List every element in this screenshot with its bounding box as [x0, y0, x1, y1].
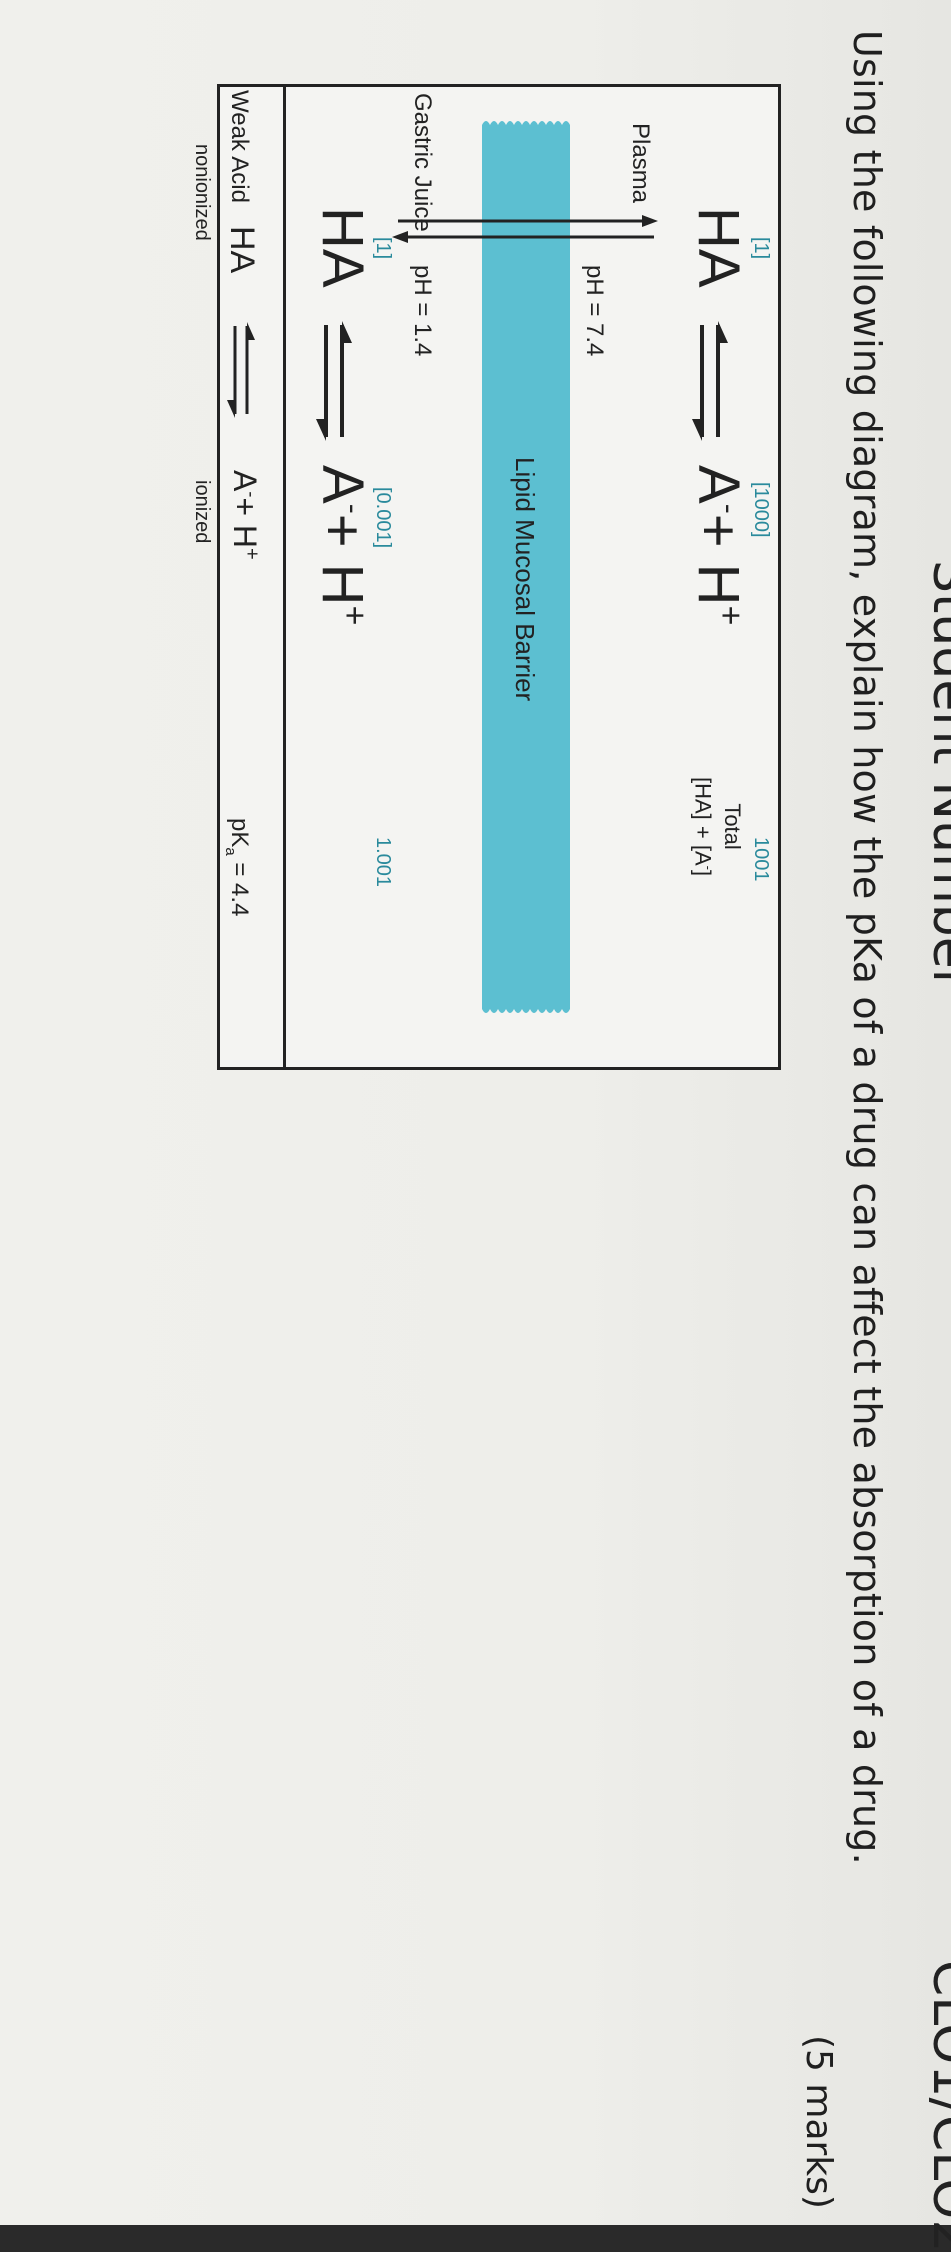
plasma-equilibrium-arrows-icon — [692, 321, 728, 441]
header-cutoff-left: Student Number — [921, 560, 951, 991]
legend-ionized-species: A-+ H+ — [227, 470, 263, 560]
gastric-equilibrium-arrows-icon — [316, 321, 352, 441]
plasma-ph: pH = 7.4 — [581, 265, 608, 357]
legend-ionized: ionized — [191, 480, 213, 544]
gastric-ph: pH = 1.4 — [409, 265, 436, 357]
divider-line — [283, 87, 286, 1067]
question-marks: (5 marks) — [798, 2035, 839, 2209]
membrane-transport-arrows-icon — [392, 215, 658, 243]
gastric-total-value: 1.001 — [372, 837, 394, 888]
header-cutoff-right: CLO1/CLO2 — [921, 1960, 951, 2252]
barrier-label: Lipid Mucosal Barrier — [510, 457, 540, 702]
plasma-label: Plasma — [627, 123, 654, 204]
absorption-diagram: [1] [1000] 1001 HA A-+ H+ Total [HA] + [… — [217, 84, 781, 1070]
question-text: Using the following diagram, explain how… — [845, 30, 889, 1865]
plasma-ha-concentration: [1] — [750, 237, 772, 260]
barrier-wavy-edge-right — [482, 997, 570, 1013]
gastric-label: Gastric Juice — [409, 93, 436, 232]
plasma-a-concentration: [1000] — [750, 482, 772, 538]
gastric-ha: HA — [310, 207, 375, 288]
gastric-ionized-species: A-+ H+ — [310, 465, 375, 626]
plasma-ionized-species: A-+ H+ — [686, 465, 751, 626]
plasma-total-value: 1001 — [750, 837, 772, 882]
legend-ha: HA — [223, 226, 261, 274]
plasma-ha: HA — [686, 207, 751, 288]
legend-pka: pKa = 4.4 — [222, 818, 253, 917]
legend-nonionized: nonionized — [191, 144, 213, 241]
legend-equilibrium-arrows-icon — [227, 322, 255, 418]
barrier-wavy-edge-left — [482, 121, 570, 137]
plasma-total-label: Total [HA] + [A-] — [690, 777, 745, 877]
legend-weak-acid: Weak Acid — [226, 90, 253, 203]
